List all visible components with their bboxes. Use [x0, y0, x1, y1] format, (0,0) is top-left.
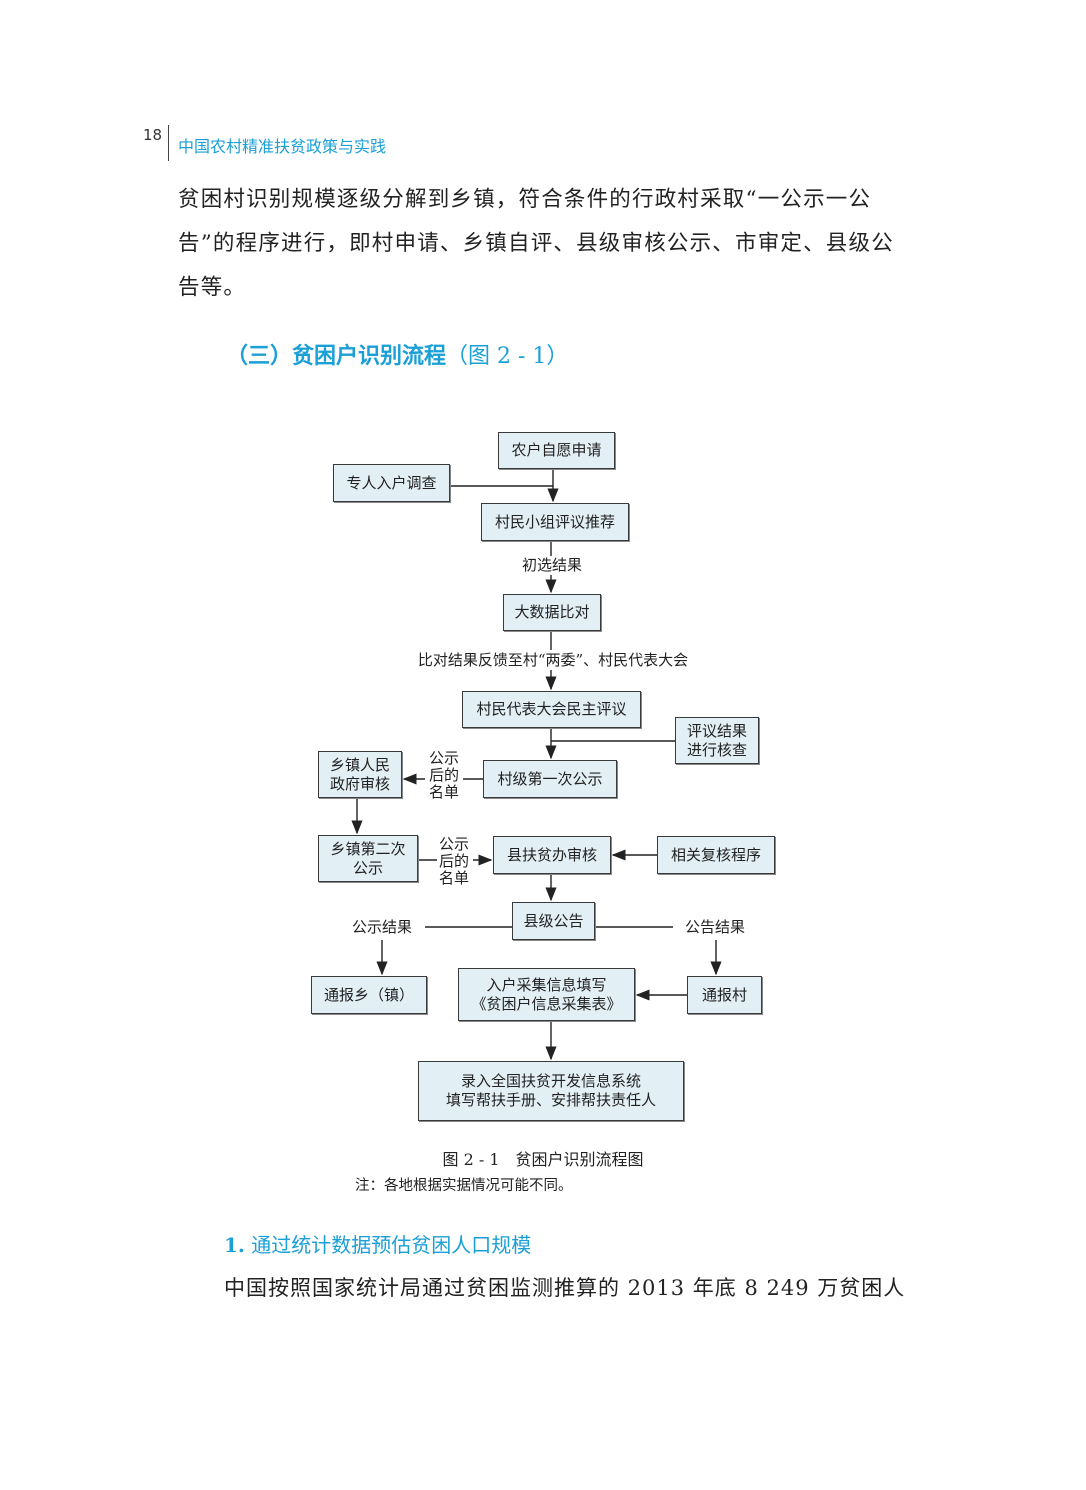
step-farmer-application: 农户自愿申请 [498, 432, 615, 469]
paragraph-line: 告等。 [178, 275, 247, 300]
section-heading: （三）贫困户识别流程（图 2 - 1） [226, 338, 568, 370]
label-publicity-result: 公示结果 [351, 918, 412, 936]
step-notify-village: 通报村 [687, 976, 762, 1014]
label-line: 名单 [438, 869, 469, 887]
label-line: 公示 [438, 835, 469, 853]
step-review-check: 评议结果进行核查 [675, 717, 759, 764]
label-published-list: 公示后的名单 [426, 750, 462, 801]
box-line: 入户采集信息填写 [486, 975, 607, 994]
step-township-second-publicity: 乡镇第二次公示 [318, 835, 418, 882]
box-line: 进行核查 [686, 740, 747, 759]
box-line: 填写帮扶手册、安排帮扶责任人 [445, 1091, 656, 1109]
box-line: 公示 [352, 858, 383, 877]
box-line: 录入全国扶贫开发信息系统 [460, 1072, 641, 1090]
step-notify-township: 通报乡（镇） [311, 976, 427, 1014]
paragraph-line: 贫困村识别规模逐级分解到乡镇，符合条件的行政村采取“一公示一公 [178, 187, 872, 212]
label-preliminary-result: 初选结果 [521, 556, 582, 574]
page-number: 18 [143, 126, 163, 144]
step-village-first-publicity: 村级第一次公示 [483, 760, 617, 798]
running-header-title: 中国农村精准扶贫政策与实践 [178, 137, 387, 156]
step-county-announcement: 县级公告 [512, 902, 595, 940]
figure-reference: （图 2 - 1） [446, 344, 569, 369]
box-line: 乡镇第二次 [330, 839, 406, 858]
paragraph-line: 中国按照国家统计局通过贫困监测推算的 2013 年底 8 249 万贫困人 [224, 1276, 906, 1300]
label-line: 名单 [428, 783, 459, 801]
box-line: 评议结果 [686, 721, 747, 740]
step-enter-national-system: 录入全国扶贫开发信息系统填写帮扶手册、安排帮扶责任人 [418, 1061, 684, 1121]
label-announcement-result: 公告结果 [684, 918, 745, 936]
subsection-title: 通过统计数据预估贫困人口规模 [251, 1233, 532, 1257]
step-county-poverty-office-review: 县扶贫办审核 [493, 836, 611, 874]
step-group-recommendation: 村民小组评议推荐 [481, 503, 629, 541]
paragraph-line: 告”的程序进行，即村申请、乡镇自评、县级审核公示、市审定、县级公 [178, 231, 894, 256]
step-related-recheck: 相关复核程序 [657, 836, 775, 874]
step-township-government-review: 乡镇人民政府审核 [318, 751, 402, 798]
box-line: 《贫困户信息采集表》 [471, 994, 622, 1013]
label-line: 后的 [428, 766, 459, 784]
figure-caption: 图 2 - 1 贫困户识别流程图 [442, 1150, 644, 1169]
step-big-data-comparison: 大数据比对 [503, 594, 601, 631]
subsection-heading: 1. 通过统计数据预估贫困人口规模 [224, 1229, 531, 1258]
section-title: （三）贫困户识别流程 [226, 344, 447, 369]
step-household-info-collection: 入户采集信息填写《贫困户信息采集表》 [458, 968, 635, 1021]
header-divider [168, 125, 169, 161]
subsection-number: 1. [224, 1233, 245, 1257]
step-household-survey: 专人入户调查 [333, 464, 450, 502]
box-line: 政府审核 [329, 774, 390, 793]
box-line: 乡镇人民 [329, 755, 390, 774]
label-comparison-feedback: 比对结果反馈至村“两委”、村民代表大会 [417, 651, 689, 669]
label-line: 公示 [428, 749, 459, 767]
figure-note: 注：各地根据实据情况可能不同。 [355, 1178, 573, 1194]
step-villager-congress-review: 村民代表大会民主评议 [462, 691, 641, 728]
label-line: 后的 [438, 852, 469, 870]
label-published-list: 公示后的名单 [436, 836, 472, 887]
